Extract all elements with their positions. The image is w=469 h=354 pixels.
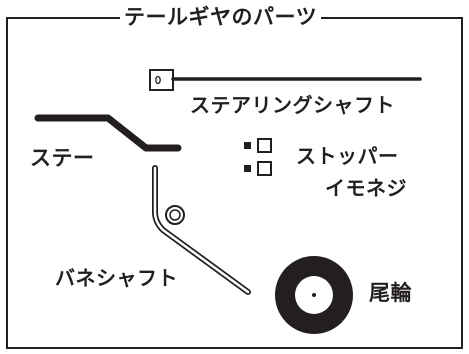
stay-part bbox=[34, 114, 182, 152]
stopper-parts bbox=[244, 138, 272, 176]
label-stopper: ストッパー bbox=[296, 144, 399, 168]
label-stay: ステー bbox=[30, 146, 95, 170]
label-tail-wheel: 尾輪 bbox=[369, 281, 412, 305]
label-steering-shaft: ステアリングシャフト bbox=[190, 93, 395, 117]
label-set-screw: イモネジ bbox=[325, 176, 407, 200]
tail-wheel-part bbox=[275, 256, 353, 334]
steering-shaft-part bbox=[149, 69, 422, 91]
diagram-title: テールギヤのパーツ bbox=[120, 7, 322, 28]
spring-shaft-part bbox=[152, 165, 251, 295]
label-spring-shaft: バネシャフト bbox=[55, 266, 178, 290]
